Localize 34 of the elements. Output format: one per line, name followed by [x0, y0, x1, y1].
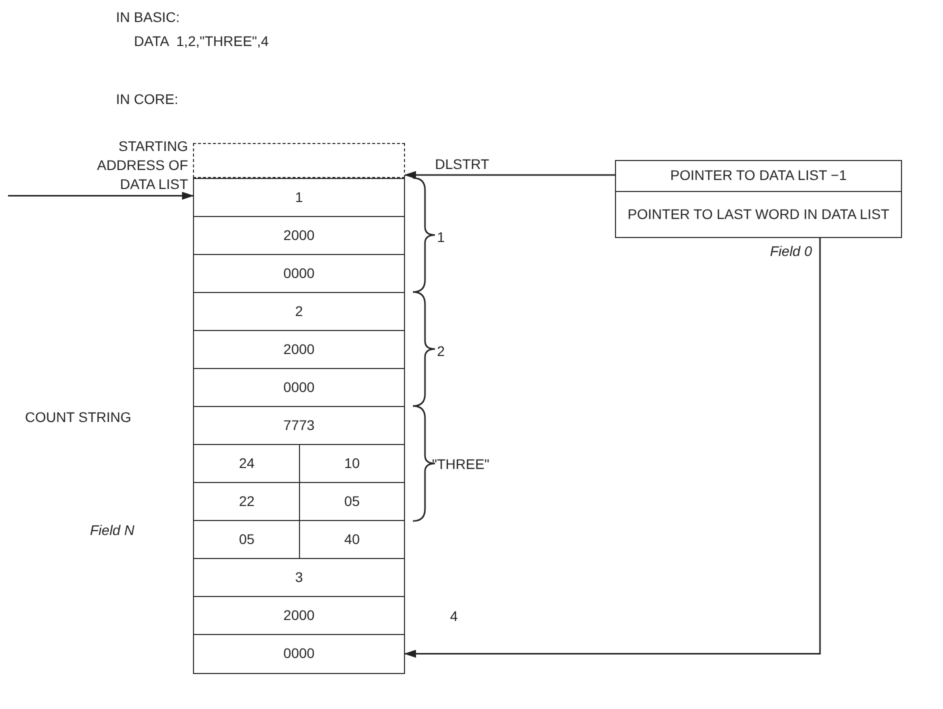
memory-cell: 2000: [193, 596, 405, 636]
memory-cell: 7773: [193, 406, 405, 446]
memory-cell: 1: [193, 178, 405, 218]
memory-cell: 05: [193, 520, 300, 560]
edge-label: DLSTRT: [433, 156, 492, 172]
annotation-text: Field N: [90, 521, 134, 540]
annotation-text: STARTING ADDRESS OF DATA LIST: [96, 137, 188, 194]
memory-cell: 0000: [193, 368, 405, 408]
annotation-text: "THREE": [432, 455, 490, 474]
annotation-text: IN CORE:: [116, 90, 178, 109]
dashed-memory-cell: [193, 143, 405, 178]
memory-cell: 3: [193, 558, 405, 598]
annotation-text: COUNT STRING: [25, 408, 132, 427]
memory-cell: 2: [193, 292, 405, 332]
field-label: Field 0: [770, 243, 812, 259]
annotation-text: 2: [437, 342, 445, 361]
memory-cell: 24: [193, 444, 300, 484]
pointer-cell: POINTER TO LAST WORD IN DATA LIST: [615, 191, 902, 238]
memory-cell: 2000: [193, 330, 405, 370]
annotation-text: IN BASIC:: [116, 8, 180, 27]
annotation-text: 1: [437, 228, 445, 247]
memory-cell: 0000: [193, 634, 405, 674]
annotation-text: 4: [450, 607, 458, 626]
memory-cell: 22: [193, 482, 300, 522]
memory-cell: 40: [299, 520, 405, 560]
memory-cell: 0000: [193, 254, 405, 294]
arrow: [404, 171, 615, 179]
annotation-text: DATA 1,2,"THREE",4: [134, 32, 269, 51]
memory-cell: 2000: [193, 216, 405, 256]
arrow: [404, 238, 821, 658]
arrow: [8, 192, 194, 200]
memory-cell: 10: [299, 444, 405, 484]
memory-cell: 05: [299, 482, 405, 522]
pointer-cell: POINTER TO DATA LIST −1: [615, 160, 902, 192]
